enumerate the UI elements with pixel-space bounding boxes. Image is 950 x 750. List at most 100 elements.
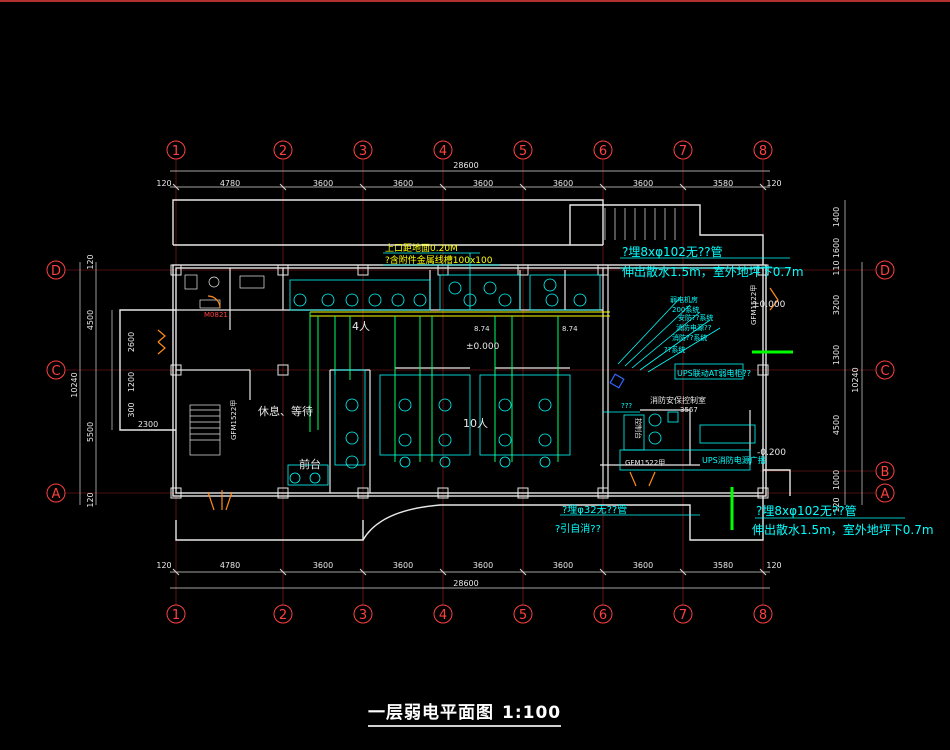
axis-label-8-bottom: 8: [759, 608, 767, 623]
axis-label-2-bottom: 2: [279, 608, 287, 623]
elevation-4: 8.74: [474, 325, 490, 333]
pipe-top-note: ?埋8xφ102无??管: [622, 244, 723, 259]
dim-left-2: 5500: [86, 422, 95, 442]
dimension-lines: [79, 170, 863, 589]
sys-label-6: ??系统: [664, 345, 685, 354]
dim-top-3: 3600: [393, 179, 413, 188]
axis-label-7: 7: [679, 144, 687, 159]
dim-top-2: 3600: [313, 179, 333, 188]
axis-label-5-bottom: 5: [519, 608, 527, 623]
axis-label-3-bottom: 3: [359, 608, 367, 623]
axis-bubbles-bottom: [166, 604, 773, 624]
dim-top-7: 3580: [713, 179, 733, 188]
window-label-c: GFM1522甲: [625, 459, 665, 467]
dim-left-3: 120: [86, 492, 95, 507]
stair-left: [189, 404, 221, 456]
sys-label-1: 弱电机房: [670, 295, 698, 304]
dim-bottom-4: 3600: [473, 561, 493, 570]
pipe-small-subnote: ?引自消??: [555, 522, 601, 535]
sys-label-2: 200系统: [672, 305, 699, 314]
dim-total-bottom: 28600: [453, 579, 478, 588]
control-room-number: 3567: [680, 406, 698, 414]
window-label-b: GFM1522甲: [230, 400, 238, 440]
pipe-top-subnote: 伸出散水1.5m，室外地坪下0.7m: [622, 264, 804, 279]
dim-top-4: 3600: [473, 179, 493, 188]
green-cable-runs: [309, 312, 559, 462]
drawing-title: 一层弱电平面图 1:100: [368, 698, 562, 727]
dim-bottom-8: 120: [766, 561, 781, 570]
axis-label-4-bottom: 4: [439, 608, 447, 623]
dim-left-0: 120: [86, 254, 95, 269]
qq-label: ???: [621, 402, 632, 410]
chairs: [289, 278, 662, 484]
axis-bubbles-rows: [46, 260, 895, 503]
dim-left-inner-2: 300: [127, 402, 136, 417]
drawing-scale: 1:100: [502, 703, 562, 723]
bright-green-marks: [730, 350, 793, 530]
axis-labels-top: 1 2 3 4 5 6 7 8: [172, 144, 767, 159]
washroom-fixtures: [184, 274, 265, 309]
axis-label-D-right: D: [880, 264, 890, 279]
axis-label-1: 1: [172, 144, 180, 159]
dim-bottom-6: 3600: [633, 561, 653, 570]
dim-right-4: 1300: [832, 345, 841, 365]
window-label-a: GFM1522甲: [750, 285, 758, 325]
dim-right-2: 110: [832, 260, 841, 275]
top-border-line: [0, 0, 950, 2]
dim-text-left: 120 4500 5500 120 10240 2600 1200 300 23…: [70, 254, 158, 507]
sys-label-3: 安防??系统: [678, 313, 713, 322]
axis-label-B-right: B: [881, 465, 890, 480]
elevation-5: 8.74: [562, 325, 578, 333]
drawing-title-text: 一层弱电平面图: [368, 703, 494, 723]
dimension-ticks: [172, 183, 767, 576]
dim-top-1: 4780: [220, 179, 240, 188]
dim-right-7: 120: [832, 497, 841, 512]
structural-columns: [170, 264, 769, 499]
dim-total-top: 28600: [453, 161, 478, 170]
axis-label-6: 6: [599, 144, 607, 159]
axis-label-5: 5: [519, 144, 527, 159]
ups-box-label: UPS联动AT弱电柜??: [677, 368, 751, 378]
axis-labels-bottom: 1 2 3 4 5 6 7 8: [172, 608, 767, 623]
stair-top: [604, 208, 676, 240]
axis-label-D-left: D: [51, 264, 61, 279]
axis-label-2: 2: [279, 144, 287, 159]
axis-label-6-bottom: 6: [599, 608, 607, 623]
axis-labels-rows: D C A D C B A: [51, 264, 890, 502]
axis-label-4: 4: [439, 144, 447, 159]
dim-text-right: 1400 1600 110 3200 1300 4500 1000 120 10…: [832, 207, 860, 513]
dim-bottom-1: 4780: [220, 561, 240, 570]
dim-right-3: 3200: [832, 295, 841, 315]
control-room-label: 消防安保控制室: [650, 395, 706, 405]
outer-walls: [119, 199, 791, 541]
annotation-leaders: [383, 252, 905, 519]
ups-box-label-2: UPS消防电源广播: [702, 455, 766, 465]
dim-bottom-3: 3600: [393, 561, 413, 570]
dim-left-total: 10240: [70, 372, 79, 397]
dim-bottom-5: 3600: [553, 561, 573, 570]
door-m0821-label: M0821: [204, 311, 228, 319]
dim-bottom-7: 3580: [713, 561, 733, 570]
sys-label-5: 消防??系统: [672, 333, 707, 342]
elevation-2: ±0.000: [752, 300, 786, 310]
sys-label-4: 消防电源??: [676, 323, 712, 332]
pipe-bottom-note: ?埋8xφ102无??管: [756, 503, 857, 518]
annotations: 上口距地面0.20M ?含附件金属线槽100x100 ?埋8xφ102无??管 …: [204, 242, 934, 537]
dim-right-1: 1600: [832, 238, 841, 258]
cable-tray-height-note: 上口距地面0.20M: [385, 242, 458, 254]
dim-top-6: 3600: [633, 179, 653, 188]
axis-label-A-left: A: [52, 487, 61, 502]
axis-label-3: 3: [359, 144, 367, 159]
dim-left-1: 4500: [86, 310, 95, 330]
room-4p-label: 4人: [352, 320, 370, 333]
dim-bottom-2: 3600: [313, 561, 333, 570]
axis-label-1-bottom: 1: [172, 608, 180, 623]
axis-label-A-right: A: [881, 487, 890, 502]
doors: [157, 287, 779, 511]
dim-right-0: 1400: [832, 207, 841, 227]
dim-right-6: 1000: [832, 470, 841, 490]
blue-panel: [609, 373, 625, 389]
dim-text-bottom: 120 4780 3600 3600 3600 3600 3600 3580 1…: [156, 561, 781, 588]
dim-top-8: 120: [766, 179, 781, 188]
